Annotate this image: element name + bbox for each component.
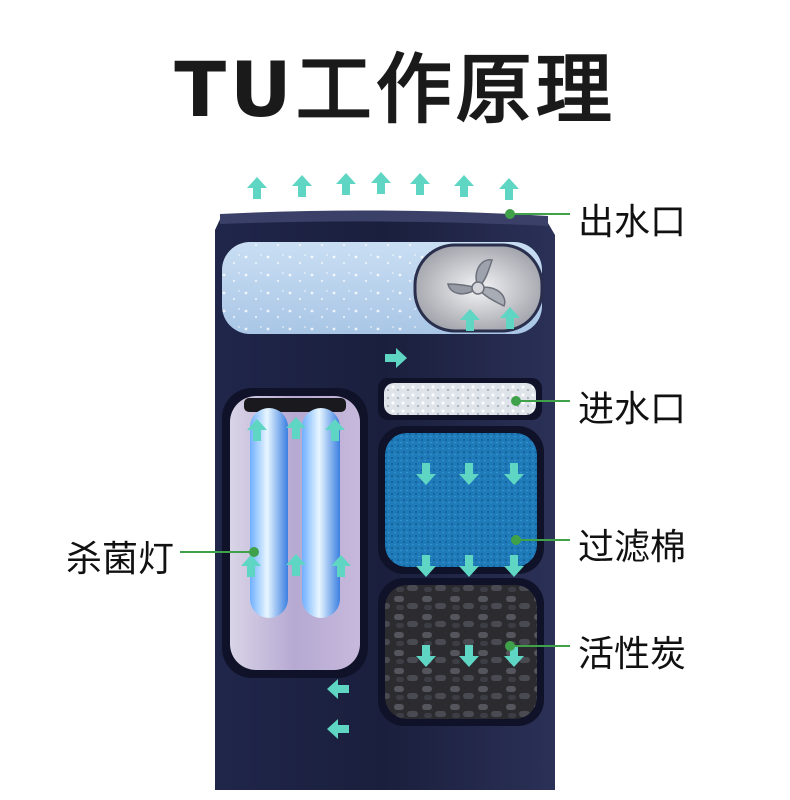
page-title: TU工作原理 (174, 45, 616, 134)
bubble-texture (222, 242, 432, 334)
outlet-arrow-2 (336, 173, 356, 195)
uv-lamp-label: 杀菌灯 (66, 539, 175, 580)
outlet-arrow-4 (410, 173, 430, 195)
uv-tube-right (302, 408, 340, 618)
filter-cotton-label: 过滤棉 (578, 527, 687, 568)
housing-lid (220, 210, 548, 226)
outlet-arrow-1 (292, 175, 312, 197)
outlet-arrow-0 (247, 177, 267, 199)
inlet-media (384, 383, 536, 415)
outlet-label: 出水口 (578, 202, 687, 243)
filter-sponge (385, 433, 537, 567)
outlet-arrow-5 (454, 175, 474, 197)
inlet-label: 进水口 (578, 389, 687, 430)
outlet-arrow-3 (371, 172, 391, 194)
outlet-arrow-6 (499, 178, 519, 200)
carbon-media (385, 585, 537, 719)
activated-carbon-label: 活性炭 (578, 634, 687, 675)
uv-lamp-cap (244, 398, 346, 412)
fan-icon (447, 259, 506, 308)
leader-lines (180, 209, 570, 651)
